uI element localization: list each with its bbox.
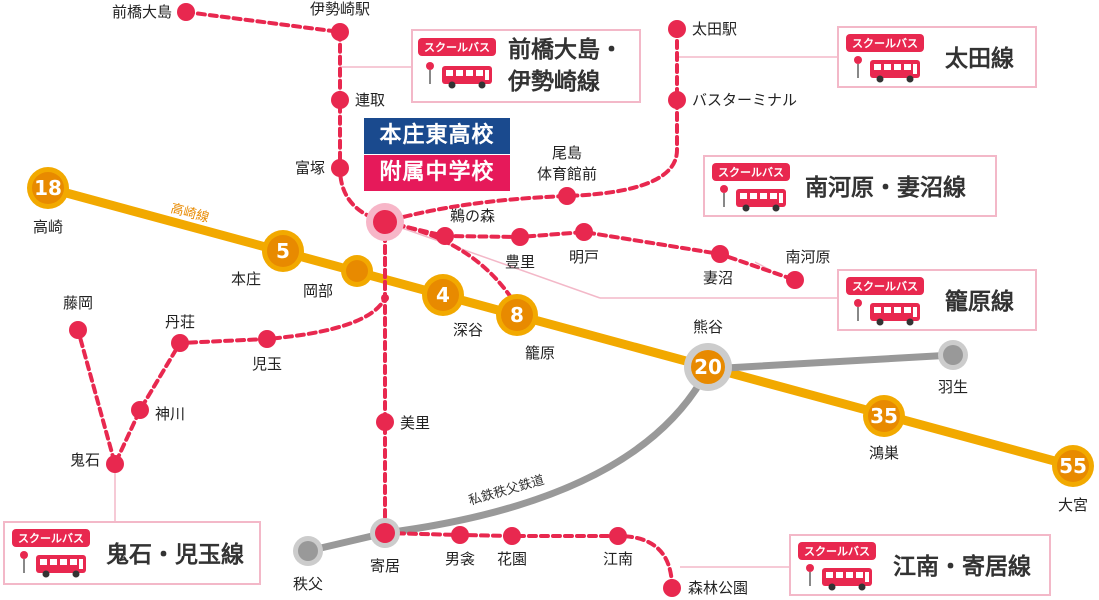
bus-stop-label: 藤岡 <box>63 294 93 312</box>
station-number: 55 <box>1059 454 1087 478</box>
route-name: 伊勢崎線 <box>507 68 600 95</box>
station-name: 深谷 <box>453 321 483 339</box>
bus-stop-label: 富塚 <box>295 159 325 177</box>
bus-stop-label: 豊里 <box>505 253 535 271</box>
bus-stop-label: 児玉 <box>252 355 282 373</box>
station-name: 大宮 <box>1058 496 1088 514</box>
bus-stop-label: 南河原 <box>785 248 830 266</box>
route-panel-onishi-kodama[interactable]: スクールバス 鬼石・児玉線 <box>3 521 261 585</box>
station-number: 20 <box>694 355 722 379</box>
school-bus-tag: スクールバス <box>424 41 490 54</box>
bus-stop-label: 鬼石 <box>70 451 100 469</box>
route-panel-konan-yorii[interactable]: スクールバス 江南・寄居線 <box>789 534 1051 596</box>
bus-stop-label: 明戸 <box>569 248 599 266</box>
bus-stop-label: 太田駅 <box>692 20 737 38</box>
route-panel-kagohara[interactable]: スクールバス 籠原線 <box>837 269 1037 331</box>
route-name: 鬼石・児玉線 <box>106 541 244 568</box>
bus-stop-label: 神川 <box>155 405 185 423</box>
route-panel-ota[interactable]: スクールバス 太田線 <box>837 26 1037 88</box>
route-name: 江南・寄居線 <box>893 553 1031 580</box>
route-panel-maebashi-isesaki[interactable]: スクールバス 前橋大島・ 伊勢崎線 <box>411 29 641 103</box>
school-bus-tag: スクールバス <box>18 532 84 545</box>
station-name: 岡部 <box>303 282 333 300</box>
station-name: 寄居 <box>370 557 400 575</box>
bus-stop-label: 森林公園 <box>688 579 748 597</box>
station-number: 35 <box>870 404 898 428</box>
route-name: 籠原線 <box>945 288 1014 315</box>
bus-stop-label: 男衾 <box>445 550 475 568</box>
bus-stop-label: 花園 <box>497 550 527 568</box>
bus-stop-label: 尾島 <box>552 144 582 162</box>
bus-stop-label: 体育館前 <box>537 165 597 183</box>
school-bus-tag: スクールバス <box>852 37 918 50</box>
bus-stop-label: 丹荘 <box>165 313 195 331</box>
bus-stop-label: 江南 <box>603 550 633 568</box>
station-number: 4 <box>436 283 450 307</box>
bus-stop-label: バスターミナル <box>692 91 797 109</box>
station-number: 8 <box>510 303 524 327</box>
bus-stop-label: 前橋大島 <box>112 3 172 21</box>
station-number: 18 <box>34 176 62 200</box>
chichibu-railway-line <box>304 365 712 555</box>
route-name: 南河原・妻沼線 <box>805 174 966 201</box>
route-panel-connectors <box>114 56 838 568</box>
bus-stop-label: 鵜の森 <box>450 207 495 225</box>
bus-stop-label: 妻沼 <box>703 269 733 287</box>
bus-stop-label: 連取 <box>355 91 385 109</box>
station-name: 羽生 <box>938 378 968 396</box>
private-station-markers <box>293 340 968 566</box>
school-bus-tag: スクールバス <box>804 545 870 558</box>
bus-stop-label: 美里 <box>400 414 430 432</box>
route-name: 前橋大島・ <box>508 36 623 63</box>
school-hub-dot <box>373 210 397 234</box>
station-name: 熊谷 <box>693 318 723 336</box>
school-name-line2: 附属中学校 <box>364 155 510 191</box>
jr-station-markers <box>27 167 1094 487</box>
station-name: 高崎 <box>33 218 63 236</box>
route-panel-minamikawara-menuma[interactable]: スクールバス 南河原・妻沼線 <box>703 155 997 217</box>
station-name: 秩父 <box>293 575 323 593</box>
station-name: 籠原 <box>525 344 555 362</box>
school-bus-tag: スクールバス <box>718 166 784 179</box>
station-name: 本庄 <box>231 270 261 288</box>
school-bus-tag: スクールバス <box>852 280 918 293</box>
bus-stop-label: 伊勢崎駅 <box>310 0 370 18</box>
school-name-line1: 本庄東高校 <box>364 118 510 154</box>
hanyu-line <box>704 351 957 373</box>
station-name: 鴻巣 <box>869 444 899 462</box>
route-name: 太田線 <box>945 45 1014 72</box>
bus-stop-dots <box>69 3 804 597</box>
station-number: 5 <box>276 239 290 263</box>
